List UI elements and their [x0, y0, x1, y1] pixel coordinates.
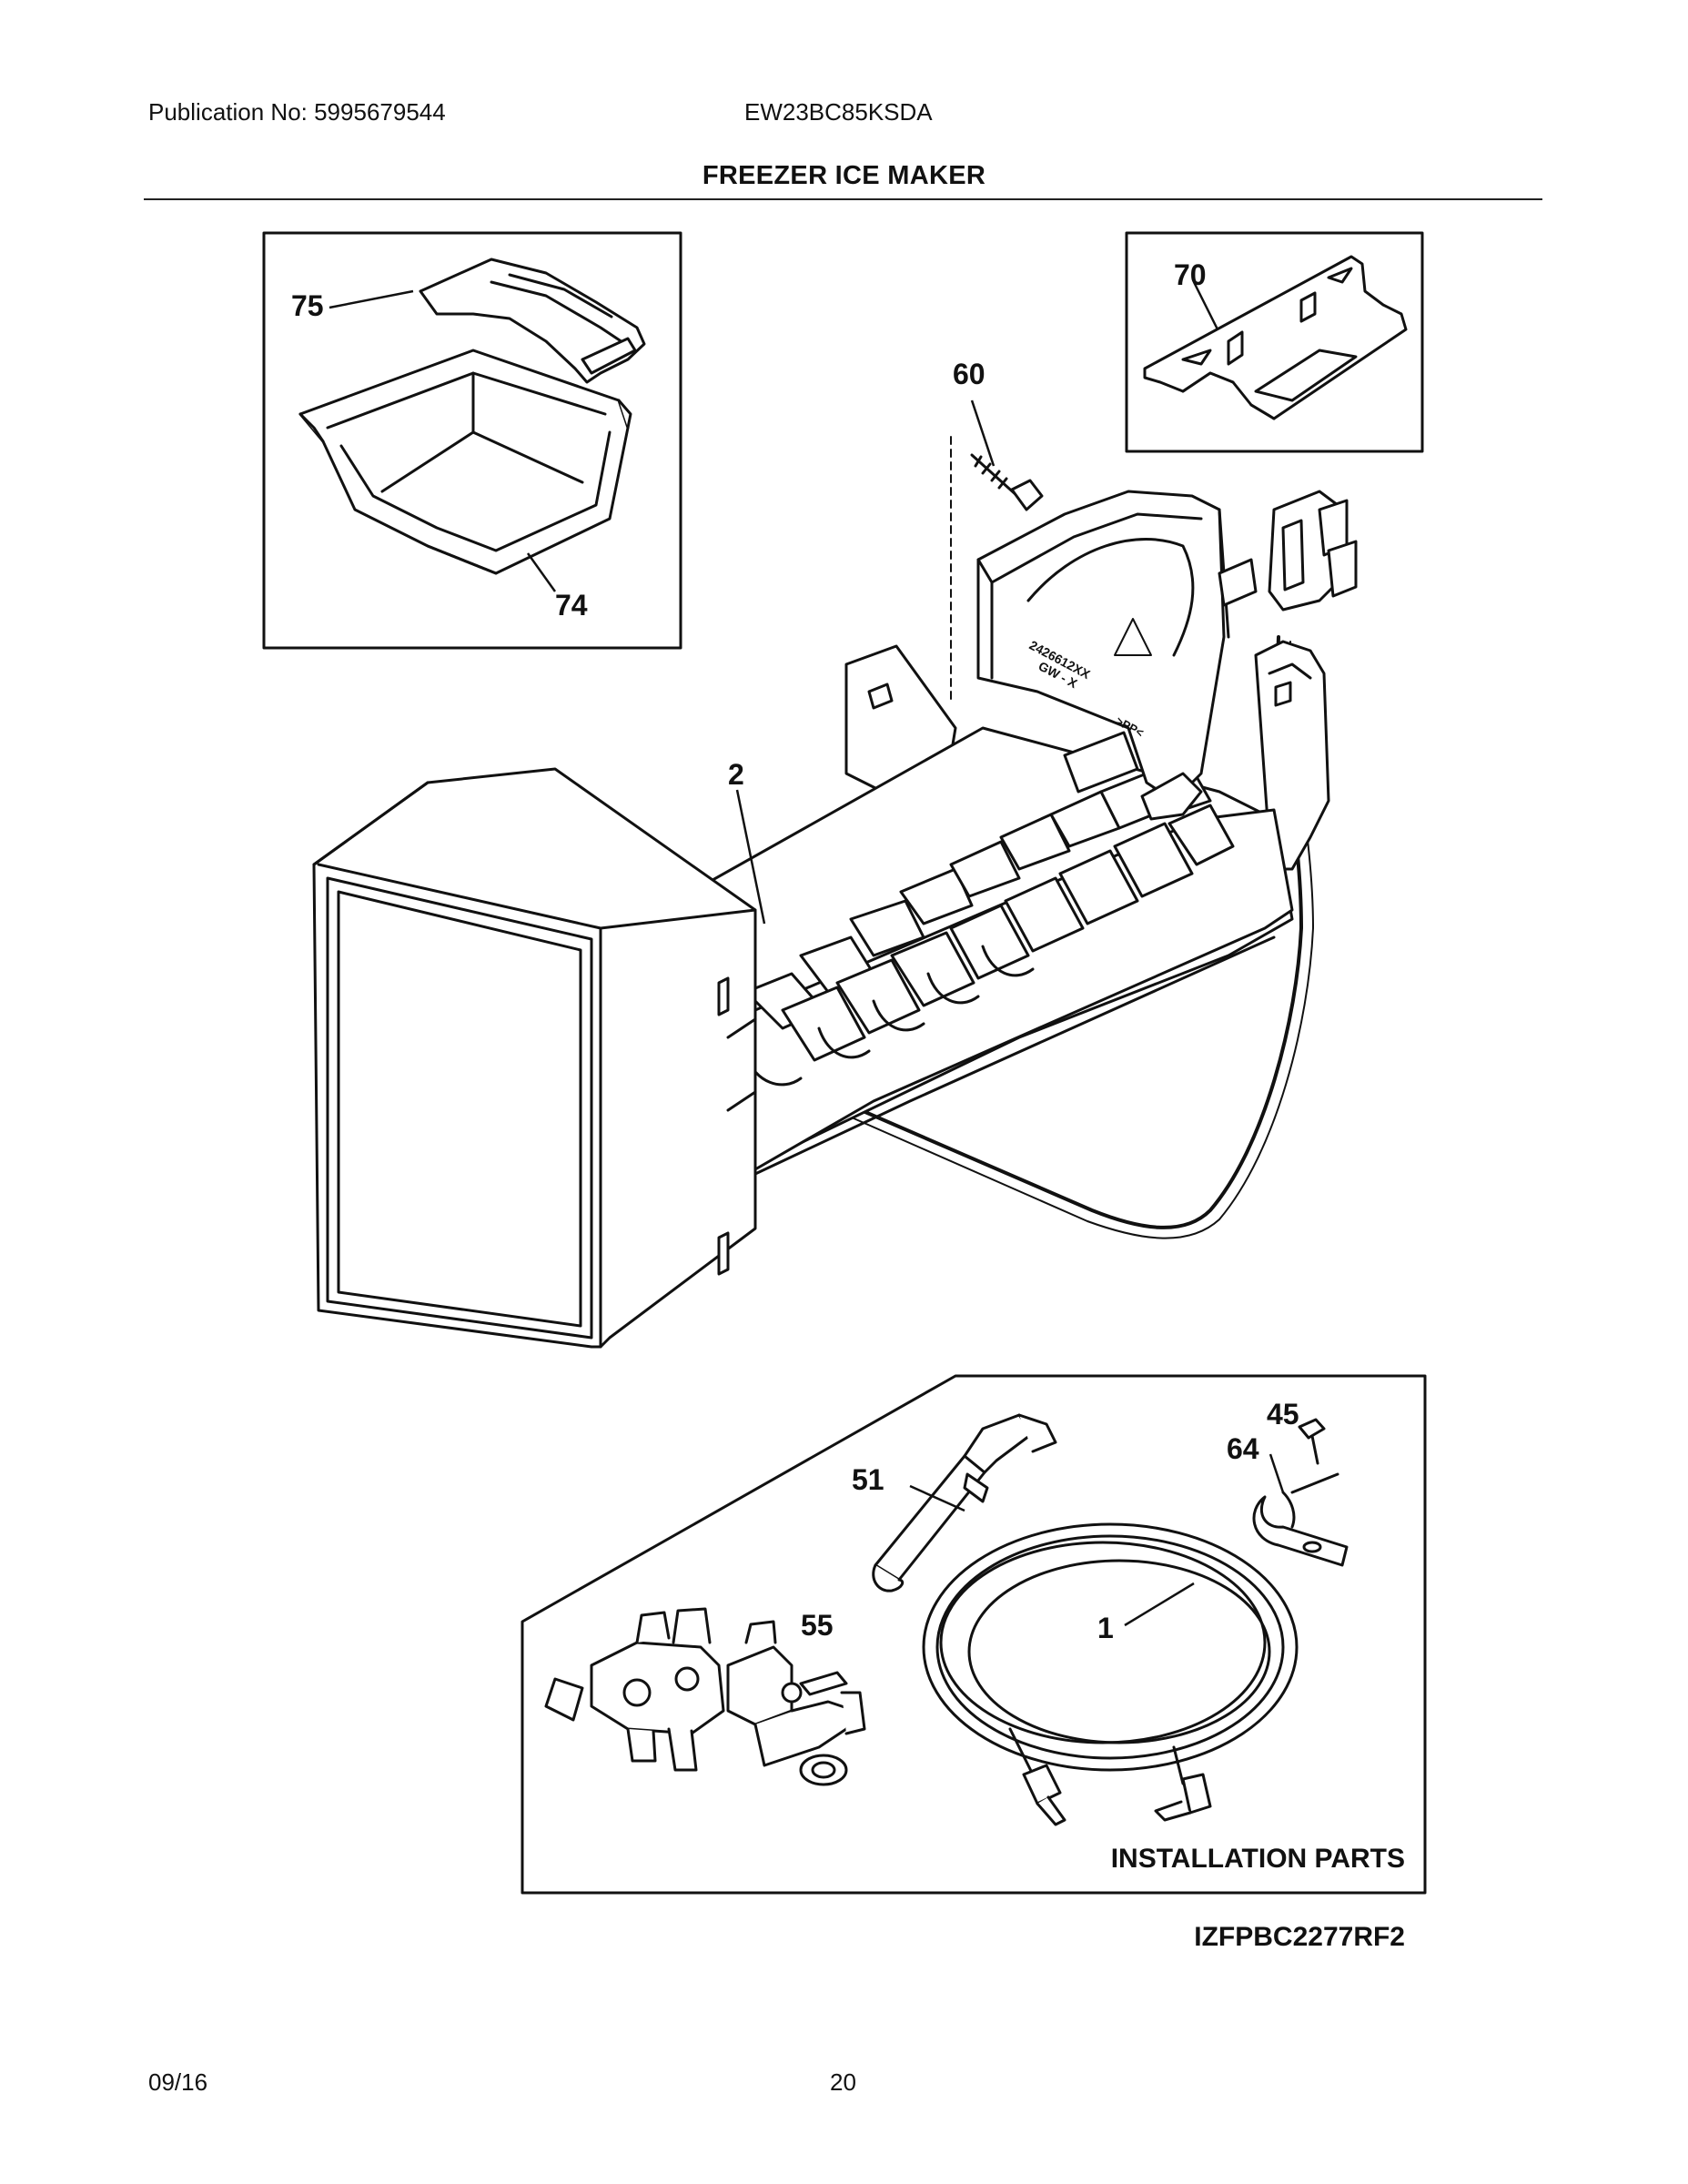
- ice-bin: [298, 349, 632, 575]
- footer-date: 09/16: [148, 2068, 208, 2096]
- ice-bin-cover: [419, 258, 646, 384]
- water-valve: [544, 1607, 866, 1786]
- callout-1: 1: [1097, 1612, 1114, 1644]
- callout-45: 45: [1267, 1398, 1299, 1431]
- pipe-clamp: [1252, 1472, 1349, 1567]
- section-title: FREEZER ICE MAKER: [702, 161, 986, 190]
- installation-parts-frame: [521, 1374, 1427, 1895]
- mounting-bracket: [1143, 255, 1408, 420]
- installation-parts-label: INSTALLATION PARTS: [1111, 1844, 1405, 1874]
- ice-maker-assembly: [312, 490, 1358, 1349]
- leader-lines: [329, 281, 1285, 1627]
- callout-74: 74: [555, 589, 588, 622]
- callout-60: 60: [953, 358, 986, 390]
- callout-64: 64: [1227, 1432, 1259, 1465]
- diagram-code: IZFPBC2277RF2: [1194, 1922, 1405, 1952]
- water-line-fittings: [1022, 1764, 1212, 1826]
- header-rule: [144, 198, 1542, 200]
- page-number: 20: [830, 2068, 856, 2096]
- publication-number: Publication No: 5995679544: [148, 98, 446, 126]
- small-screw: [1298, 1418, 1326, 1465]
- callout-51: 51: [852, 1463, 884, 1496]
- callout-75: 75: [291, 289, 324, 322]
- callout-70: 70: [1174, 258, 1207, 291]
- fill-tube: [872, 1413, 1057, 1592]
- model-number: EW23BC85KSDA: [744, 98, 933, 126]
- screw: [970, 453, 1044, 511]
- callout-55: 55: [801, 1609, 834, 1642]
- callout-2: 2: [728, 758, 744, 791]
